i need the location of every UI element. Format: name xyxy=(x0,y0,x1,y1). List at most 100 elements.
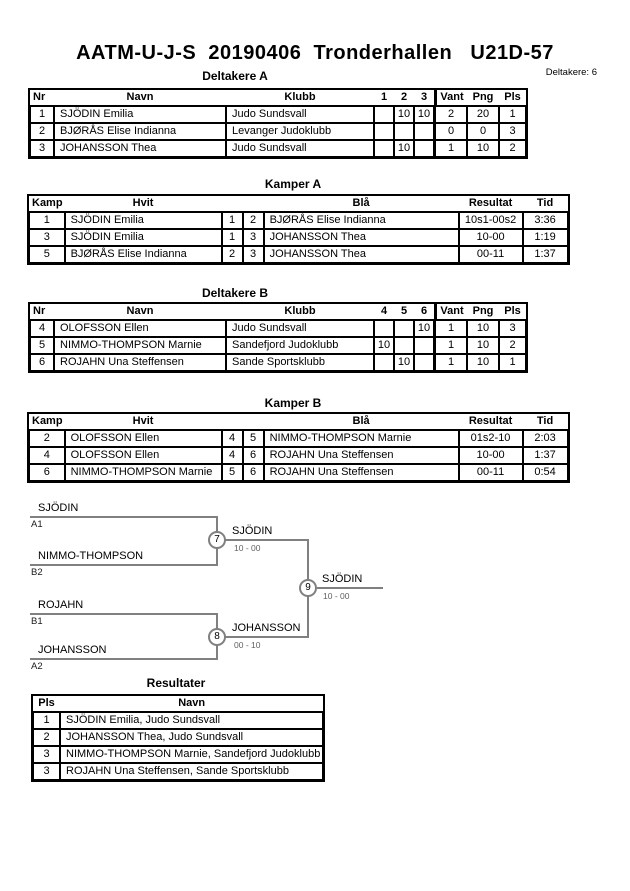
table-resultater: Pls Navn 1 SJÖDIN Emilia, Judo Sundsvall… xyxy=(31,694,326,782)
cell-tid: 2:03 xyxy=(522,430,568,447)
bracket-seed-name: JOHANSSON xyxy=(38,644,107,656)
cell-resultat: 00-11 xyxy=(458,464,523,481)
table-row: 3 ROJAHN Una Steffensen, Sande Sportsklu… xyxy=(33,763,324,780)
col-header-nr: Nr xyxy=(30,304,54,320)
cell-nr: 6 xyxy=(30,354,54,371)
table-row: 3 NIMMO-THOMPSON Marnie, Sandefjord Judo… xyxy=(33,746,324,763)
col-header-kamp: Kamp xyxy=(29,414,65,430)
cell-klubb: Levanger Judoklubb xyxy=(226,123,374,140)
cell-hvit: NIMMO-THOMPSON Marnie xyxy=(64,464,222,481)
cell-bla-nr: 5 xyxy=(242,430,264,447)
cell-hvit-nr: 1 xyxy=(221,229,243,246)
table-deltakere-a: Nr Navn Klubb 1 2 3 Vant Png Pls 1 SJÖDI… xyxy=(28,88,528,159)
cell-hvit: OLOFSSON Ellen xyxy=(64,430,222,447)
col-header-navn: Navn xyxy=(54,304,226,320)
cell-kamp: 3 xyxy=(29,229,65,246)
cell-resultat: 01s2-10 xyxy=(458,430,523,447)
cell-vant: 1 xyxy=(434,337,467,354)
col-header-empty xyxy=(242,414,264,430)
cell-resultat: 10s1-00s2 xyxy=(458,212,523,229)
table-header-row: Kamp Hvit Blå Resultat Tid xyxy=(29,196,568,212)
cell-pls: 2 xyxy=(499,337,526,354)
bracket-seed-code: A2 xyxy=(31,661,43,672)
cell-hvit: SJÖDIN Emilia xyxy=(64,212,222,229)
cell-tid: 1:37 xyxy=(522,246,568,263)
col-header-empty xyxy=(242,196,264,212)
section-title-deltakere-b: Deltakere B xyxy=(201,286,269,300)
col-header-bla: Blå xyxy=(263,414,459,430)
bracket-seed-name: SJÖDIN xyxy=(38,502,79,514)
col-header-hvit: Hvit xyxy=(64,414,222,430)
section-title-deltakere-a: Deltakere A xyxy=(202,69,268,83)
cell-score-6 xyxy=(414,354,434,371)
match-score-label: 00 - 10 xyxy=(234,640,261,650)
cell-pls: 3 xyxy=(499,320,526,337)
cell-bla: ROJAHN Una Steffensen xyxy=(263,447,459,464)
cell-nr: 2 xyxy=(30,123,54,140)
table-header-row: Nr Navn Klubb 4 5 6 Vant Png Pls xyxy=(30,304,526,320)
match-number-circle: 9 xyxy=(299,579,317,597)
table-row: 3 SJÖDIN Emilia 1 3 JOHANSSON Thea 10-00… xyxy=(29,229,568,246)
cell-navn: JOHANSSON Thea, Judo Sundsvall xyxy=(60,729,324,746)
col-header-pls: Pls xyxy=(499,90,526,106)
cell-png: 10 xyxy=(467,140,499,157)
cell-pls: 2 xyxy=(33,729,60,746)
cell-resultat: 10-00 xyxy=(458,229,523,246)
page-title: AATM-U-J-S 20190406 Tronderhallen U21D-5… xyxy=(76,42,554,64)
cell-hvit-nr: 4 xyxy=(221,430,243,447)
col-header-pls: Pls xyxy=(33,696,60,712)
col-header-png: Png xyxy=(467,90,499,106)
cell-navn: BJØRÅS Elise Indianna xyxy=(54,123,226,140)
cell-navn: JOHANSSON Thea xyxy=(54,140,226,157)
cell-bla: BJØRÅS Elise Indianna xyxy=(263,212,459,229)
cell-score-4: 10 xyxy=(374,337,394,354)
cell-pls: 1 xyxy=(33,712,60,729)
table-header-row: Pls Navn xyxy=(33,696,324,712)
cell-resultat: 00-11 xyxy=(458,246,523,263)
bracket-line xyxy=(317,587,383,589)
bracket-line xyxy=(30,658,218,660)
bracket-seed-name: ROJAHN xyxy=(38,599,84,611)
cell-pls: 1 xyxy=(499,354,526,371)
cell-kamp: 1 xyxy=(29,212,65,229)
cell-bla-nr: 3 xyxy=(242,246,264,263)
match-score-label: 10 - 00 xyxy=(234,543,261,553)
match-number-circle: 8 xyxy=(208,628,226,646)
cell-navn: SJÖDIN Emilia, Judo Sundsvall xyxy=(60,712,324,729)
table-deltakere-b: Nr Navn Klubb 4 5 6 Vant Png Pls 4 OLOFS… xyxy=(28,302,528,373)
section-title-kamper-b: Kamper B xyxy=(264,396,322,410)
cell-score-2: 10 xyxy=(394,106,414,123)
participants-count: Deltakere: 6 xyxy=(545,67,597,78)
table-row: 1 SJÖDIN Emilia, Judo Sundsvall xyxy=(33,712,324,729)
bracket-line xyxy=(217,636,309,638)
cell-score-4 xyxy=(374,320,394,337)
cell-navn: ROJAHN Una Steffensen xyxy=(54,354,226,371)
match-winner-label: SJÖDIN xyxy=(322,573,363,585)
match-score-label: 10 - 00 xyxy=(323,591,350,601)
cell-score-5 xyxy=(394,337,414,354)
cell-score-3 xyxy=(414,140,434,157)
col-header-3: 3 xyxy=(414,90,434,106)
col-header-klubb: Klubb xyxy=(226,90,374,106)
col-header-6: 6 xyxy=(414,304,434,320)
cell-tid: 0:54 xyxy=(522,464,568,481)
cell-kamp: 5 xyxy=(29,246,65,263)
cell-navn: OLOFSSON Ellen xyxy=(54,320,226,337)
col-header-empty xyxy=(221,414,243,430)
col-header-tid: Tid xyxy=(522,196,568,212)
cell-bla: JOHANSSON Thea xyxy=(263,229,459,246)
cell-navn: ROJAHN Una Steffensen, Sande Sportsklubb xyxy=(60,763,324,780)
table-row: 2 BJØRÅS Elise Indianna Levanger Judoklu… xyxy=(30,123,526,140)
match-winner-label: JOHANSSON xyxy=(232,622,301,634)
bracket-seed-code: B2 xyxy=(31,567,43,578)
cell-pls: 3 xyxy=(33,763,60,780)
cell-hvit: SJÖDIN Emilia xyxy=(64,229,222,246)
cell-navn: NIMMO-THOMPSON Marnie, Sandefjord Judokl… xyxy=(60,746,324,763)
table-row: 6 ROJAHN Una Steffensen Sande Sportsklub… xyxy=(30,354,526,371)
table-header-row: Nr Navn Klubb 1 2 3 Vant Png Pls xyxy=(30,90,526,106)
cell-bla-nr: 6 xyxy=(242,447,264,464)
cell-kamp: 2 xyxy=(29,430,65,447)
cell-score-4 xyxy=(374,354,394,371)
cell-score-6: 10 xyxy=(414,320,434,337)
